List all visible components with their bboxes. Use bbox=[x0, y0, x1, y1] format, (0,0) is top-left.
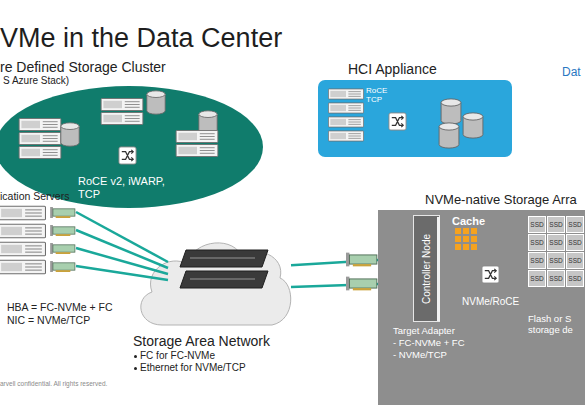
server-icon bbox=[0, 224, 45, 238]
ssd-cell: SSD bbox=[566, 252, 584, 269]
part-label: Flash or S storage de bbox=[528, 314, 585, 336]
hba-card bbox=[50, 243, 75, 254]
ssd-cell: SSD bbox=[547, 252, 565, 269]
ssd-cell: SSD bbox=[547, 216, 565, 233]
protocol-text: RoCE v2, iWARP, TCP bbox=[78, 175, 168, 200]
part-label: Target Adapter bbox=[393, 326, 455, 337]
controller-node: Controller Node bbox=[413, 215, 440, 322]
ssd-label: SSD bbox=[529, 271, 545, 286]
application-servers bbox=[0, 206, 75, 274]
bullet-text: Ethernet for NVMe/TCP bbox=[140, 362, 246, 374]
hba-card bbox=[50, 225, 75, 236]
note-text: NIC = NVMe/TCP bbox=[7, 314, 90, 326]
ssd-label: SSD bbox=[548, 217, 564, 232]
ssd-cell: SSD bbox=[528, 252, 546, 269]
bullet-text: - NVMe/TCP bbox=[393, 350, 447, 361]
ssd-label: SSD bbox=[548, 235, 564, 250]
node-label: Controller Node bbox=[421, 233, 433, 303]
network-link bbox=[291, 260, 378, 265]
group-heading: HCI Appliance bbox=[348, 61, 437, 77]
server-icon bbox=[0, 260, 45, 274]
ssd-label: SSD bbox=[529, 235, 545, 250]
server-icon bbox=[0, 206, 45, 220]
ssd-cell: SSD bbox=[566, 270, 584, 287]
ellipse-shape bbox=[0, 86, 263, 208]
adapter-card bbox=[346, 253, 377, 267]
group-label: ication Servers bbox=[0, 190, 69, 202]
bullet-dot bbox=[134, 355, 137, 358]
ssd-label: SSD bbox=[548, 253, 564, 268]
network-link bbox=[76, 212, 168, 262]
bullet-text: FC for FC-NVMe bbox=[140, 350, 215, 362]
cloud-shape bbox=[141, 243, 291, 325]
cluster-ellipse: re Defined Storage ClusterS Azure Stack)… bbox=[0, 86, 263, 208]
group-heading: Storage Area Network bbox=[133, 333, 270, 349]
network-link bbox=[76, 248, 168, 274]
ellipse-outline bbox=[0, 86, 263, 208]
hba-card bbox=[50, 261, 75, 272]
appliance-box: HCI ApplianceRoCE TCP bbox=[318, 80, 512, 157]
target-adapters bbox=[346, 253, 377, 291]
bullet-dot bbox=[134, 367, 137, 370]
ssd-cell: SSD bbox=[547, 270, 565, 287]
part-label: NVMe/RoCE bbox=[462, 296, 519, 308]
ssd-cell: SSD bbox=[566, 216, 584, 233]
group-note: S Azure Stack) bbox=[3, 75, 69, 87]
ssd-cell: SSD bbox=[547, 234, 565, 251]
storage-array: NVMe-native Storage ArraCacheNVMe/RoCETa… bbox=[378, 210, 585, 405]
network-cloud: Storage Area NetworkFC for FC-NVMeEthern… bbox=[132, 232, 295, 330]
hba-card bbox=[50, 207, 75, 218]
ssd-cell: SSD bbox=[528, 270, 546, 287]
part-label: Cache bbox=[452, 215, 485, 228]
group-heading: NVMe-native Storage Arra bbox=[425, 193, 577, 208]
ssd-label: SSD bbox=[548, 271, 564, 286]
footer-note: arvell confidential. All rights reserved… bbox=[0, 380, 107, 387]
ssd-label: SSD bbox=[529, 217, 545, 232]
ssd-cell: SSD bbox=[528, 216, 546, 233]
server-links bbox=[76, 212, 168, 280]
section-label: Dat bbox=[562, 66, 581, 80]
group-heading: re Defined Storage Cluster bbox=[0, 59, 166, 75]
ssd-label: SSD bbox=[567, 253, 583, 268]
ssd-label: SSD bbox=[567, 271, 583, 286]
network-link bbox=[76, 230, 168, 268]
ssd-label: SSD bbox=[567, 217, 583, 232]
network-link bbox=[291, 284, 378, 287]
server-icon bbox=[0, 242, 45, 256]
ssd-label: SSD bbox=[567, 235, 583, 250]
connector-layer bbox=[291, 260, 378, 287]
protocol-text: RoCE TCP bbox=[366, 86, 392, 104]
note-text: HBA = FC-NVMe + FC bbox=[7, 301, 113, 313]
cloud-outline bbox=[132, 232, 295, 330]
bullet-text: - FC-NVMe + FC bbox=[393, 338, 465, 349]
ssd-label: SSD bbox=[529, 253, 545, 268]
page-title: VMe in the Data Center bbox=[0, 23, 282, 54]
ssd-cell: SSD bbox=[566, 234, 584, 251]
ssd-cell: SSD bbox=[528, 234, 546, 251]
adapter-card bbox=[346, 277, 377, 291]
